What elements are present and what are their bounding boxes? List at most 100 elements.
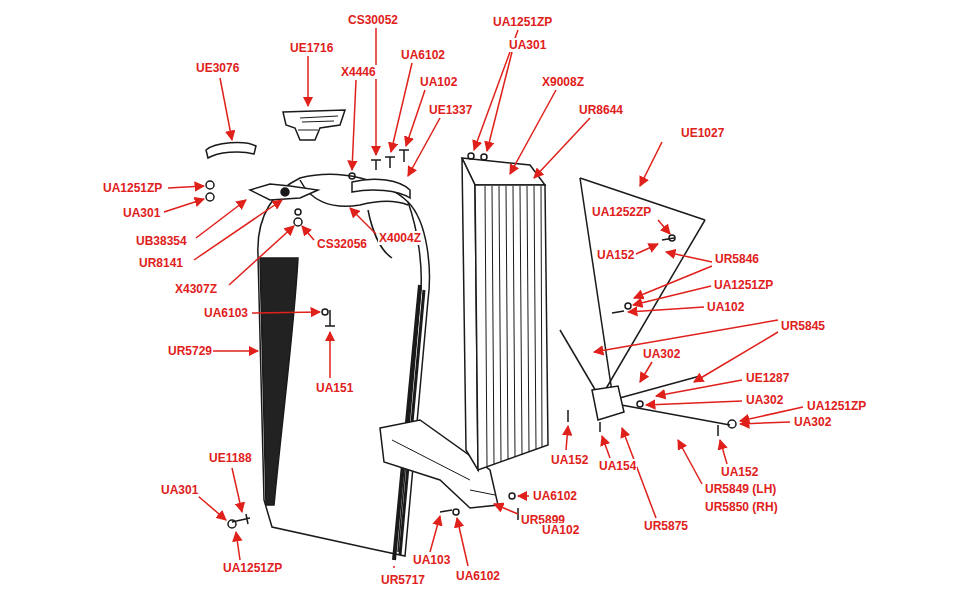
leader-line — [350, 208, 376, 234]
part-number: UA103 — [412, 553, 451, 567]
screw — [385, 157, 395, 168]
washer — [453, 509, 459, 515]
leader-line — [212, 350, 258, 352]
part-number: UE1027 — [680, 126, 725, 140]
nut — [294, 218, 302, 226]
leader-line — [602, 436, 610, 458]
part-number: UA301 — [122, 206, 161, 220]
part-number: X9008Z — [541, 75, 585, 89]
leader-line — [196, 200, 246, 238]
part-number: CS32056 — [316, 237, 368, 251]
part-number: UR5849 (LH) — [704, 482, 777, 496]
leader-line — [487, 52, 512, 151]
part-number: UA6102 — [400, 48, 446, 62]
radiator-core — [475, 185, 548, 470]
leader-line — [430, 516, 440, 552]
grille-shell — [258, 174, 430, 556]
leader-line — [329, 332, 331, 378]
leader-line — [634, 266, 712, 298]
leader-line — [534, 118, 590, 178]
leader-line — [656, 380, 742, 396]
leader-line — [164, 199, 204, 212]
part-number: UE3076 — [195, 61, 240, 75]
washer — [637, 401, 643, 407]
bolt — [232, 514, 250, 524]
stay-rod — [580, 178, 705, 220]
leader-line — [168, 186, 204, 188]
leader-line — [646, 401, 742, 405]
leader-line — [302, 226, 314, 240]
leader-line — [408, 118, 440, 176]
part-number: UA302 — [642, 347, 681, 361]
leader-line — [220, 78, 232, 140]
part-number: UA6102 — [455, 569, 501, 583]
part-number: UA1251ZP — [102, 181, 163, 195]
part-number: UR8644 — [578, 103, 624, 117]
leader-line — [640, 362, 652, 382]
leader-line — [252, 312, 320, 313]
winged-badge-feathers — [298, 116, 338, 130]
leader-line — [236, 532, 240, 560]
bolt — [568, 238, 718, 436]
washer — [206, 181, 214, 189]
leader-line — [494, 504, 518, 514]
leader-line — [406, 90, 425, 146]
bar-badge — [206, 143, 256, 158]
drawing — [206, 110, 736, 560]
nut — [228, 520, 236, 528]
part-number: UE1716 — [289, 41, 334, 55]
part-number: UE1337 — [428, 103, 473, 117]
leader-line — [457, 518, 468, 566]
leader-line — [518, 495, 529, 497]
part-number: UR5846 — [714, 252, 760, 266]
leader-line — [666, 252, 712, 262]
stay-rod — [605, 402, 730, 425]
nut — [481, 154, 487, 160]
leader-line — [640, 142, 662, 186]
part-number: UA1251ZP — [713, 278, 774, 292]
part-number: UR5729 — [167, 344, 213, 358]
leader-line — [393, 566, 395, 568]
leader-line — [636, 244, 658, 254]
leader-line — [352, 80, 356, 170]
screw — [371, 160, 381, 170]
leader-line — [198, 496, 226, 520]
grille-strip — [260, 258, 298, 505]
leader-lines — [164, 28, 803, 568]
leader-line — [194, 200, 282, 260]
part-number: UR5850 (RH) — [704, 500, 779, 514]
leader-line — [628, 307, 704, 312]
leader-line — [232, 468, 242, 512]
part-number: UA102 — [541, 523, 580, 537]
radiator-fins — [485, 186, 542, 466]
stay-rod — [604, 220, 705, 392]
washer — [349, 173, 355, 179]
part-number: UA1251ZP — [806, 399, 867, 413]
part-number: UA151 — [315, 381, 354, 395]
part-number: UA1251ZP — [222, 561, 283, 575]
leader-line — [566, 426, 568, 450]
part-number: UA6103 — [203, 306, 249, 320]
part-number: UR5717 — [380, 573, 426, 587]
radiator-top — [462, 158, 545, 185]
part-number: UA152 — [596, 248, 635, 262]
part-number: UB38354 — [135, 234, 188, 248]
emblem-centre — [281, 188, 289, 196]
part-number: X4004Z — [378, 231, 422, 245]
part-number: UA301 — [508, 38, 547, 52]
part-number: UA1251ZP — [492, 15, 553, 29]
screw — [325, 310, 335, 326]
part-number: CS30052 — [347, 13, 399, 27]
stay-bracket — [592, 386, 624, 420]
washer — [625, 303, 631, 309]
part-number: UA6102 — [532, 489, 578, 503]
leader-line — [594, 320, 778, 352]
part-number: UA302 — [745, 393, 784, 407]
leader-line — [229, 226, 294, 285]
leader-line — [633, 286, 711, 305]
part-number: UA301 — [160, 483, 199, 497]
stay-rod — [560, 330, 600, 398]
leader-line — [622, 428, 656, 518]
part-number: UE1188 — [208, 451, 253, 465]
